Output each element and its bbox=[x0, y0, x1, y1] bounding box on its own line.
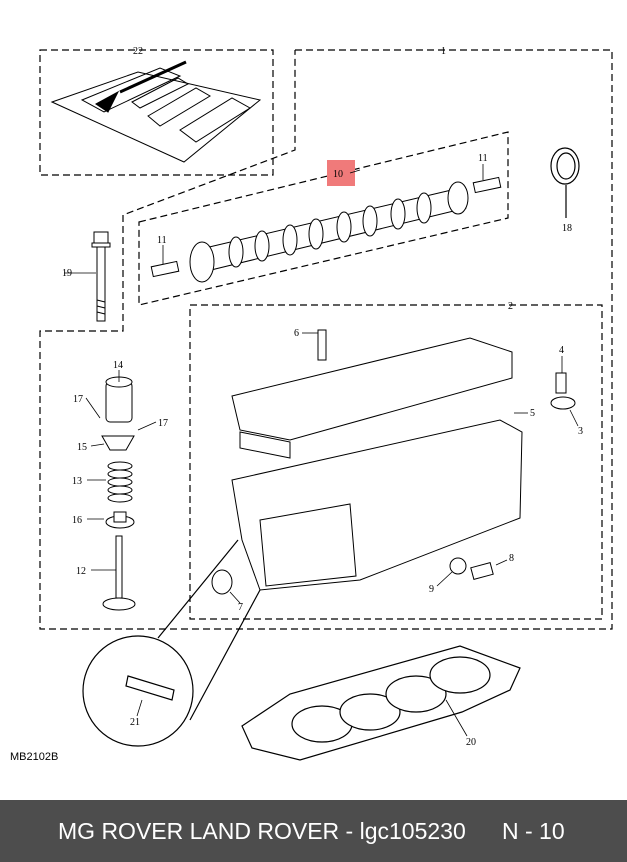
group-outlines bbox=[39, 49, 613, 630]
callout-20: 20 bbox=[466, 737, 476, 748]
callout-18: 18 bbox=[562, 223, 572, 234]
callout-9: 9 bbox=[429, 584, 434, 595]
camshaft-drawing bbox=[150, 176, 502, 283]
callout-6: 6 bbox=[294, 328, 299, 339]
valve-parts-drawing bbox=[101, 376, 136, 611]
footer-bar: MG ROVER LAND ROVER - lgc105230 N - 10 bbox=[0, 800, 627, 862]
parts-diagram: 22 1 10 11 11 18 19 2 6 4 5 3 14 17 17 1… bbox=[10, 46, 613, 763]
callout-10: 10 bbox=[333, 169, 343, 180]
detail-circle-drawing bbox=[82, 539, 261, 747]
oil-seal-18-drawing bbox=[550, 147, 580, 218]
callout-12: 12 bbox=[76, 566, 86, 577]
callout-22: 22 bbox=[133, 46, 143, 57]
callout-4: 4 bbox=[559, 345, 564, 356]
callout-labels: 22 1 10 11 11 18 19 2 6 4 5 3 14 17 17 1… bbox=[10, 46, 583, 763]
footer-page: N - 10 bbox=[502, 818, 565, 844]
callout-2: 2 bbox=[508, 301, 513, 312]
callout-14: 14 bbox=[113, 360, 123, 371]
diagram-code: MB2102B bbox=[10, 751, 58, 763]
footer-title: MG ROVER LAND ROVER - lgc105230 bbox=[58, 818, 466, 844]
callout-8: 8 bbox=[509, 553, 514, 564]
bolt-19-drawing bbox=[91, 231, 111, 322]
callout-19: 19 bbox=[62, 268, 72, 279]
callout-21: 21 bbox=[130, 717, 140, 728]
callout-13: 13 bbox=[72, 476, 82, 487]
sealant-kit-drawing bbox=[50, 60, 262, 163]
leader-lines bbox=[64, 164, 579, 737]
callout-3: 3 bbox=[578, 426, 583, 437]
callout-17-left: 17 bbox=[73, 394, 83, 405]
callout-16: 16 bbox=[72, 515, 82, 526]
cylinder-head-drawing bbox=[211, 329, 576, 595]
callout-17-right: 17 bbox=[158, 418, 168, 429]
callout-11-right: 11 bbox=[478, 153, 488, 164]
callout-11-left: 11 bbox=[157, 235, 167, 246]
callout-15: 15 bbox=[77, 442, 87, 453]
callout-1: 1 bbox=[441, 46, 446, 57]
callout-7: 7 bbox=[238, 602, 243, 613]
callout-5: 5 bbox=[530, 408, 535, 419]
head-gasket-drawing bbox=[241, 645, 521, 761]
